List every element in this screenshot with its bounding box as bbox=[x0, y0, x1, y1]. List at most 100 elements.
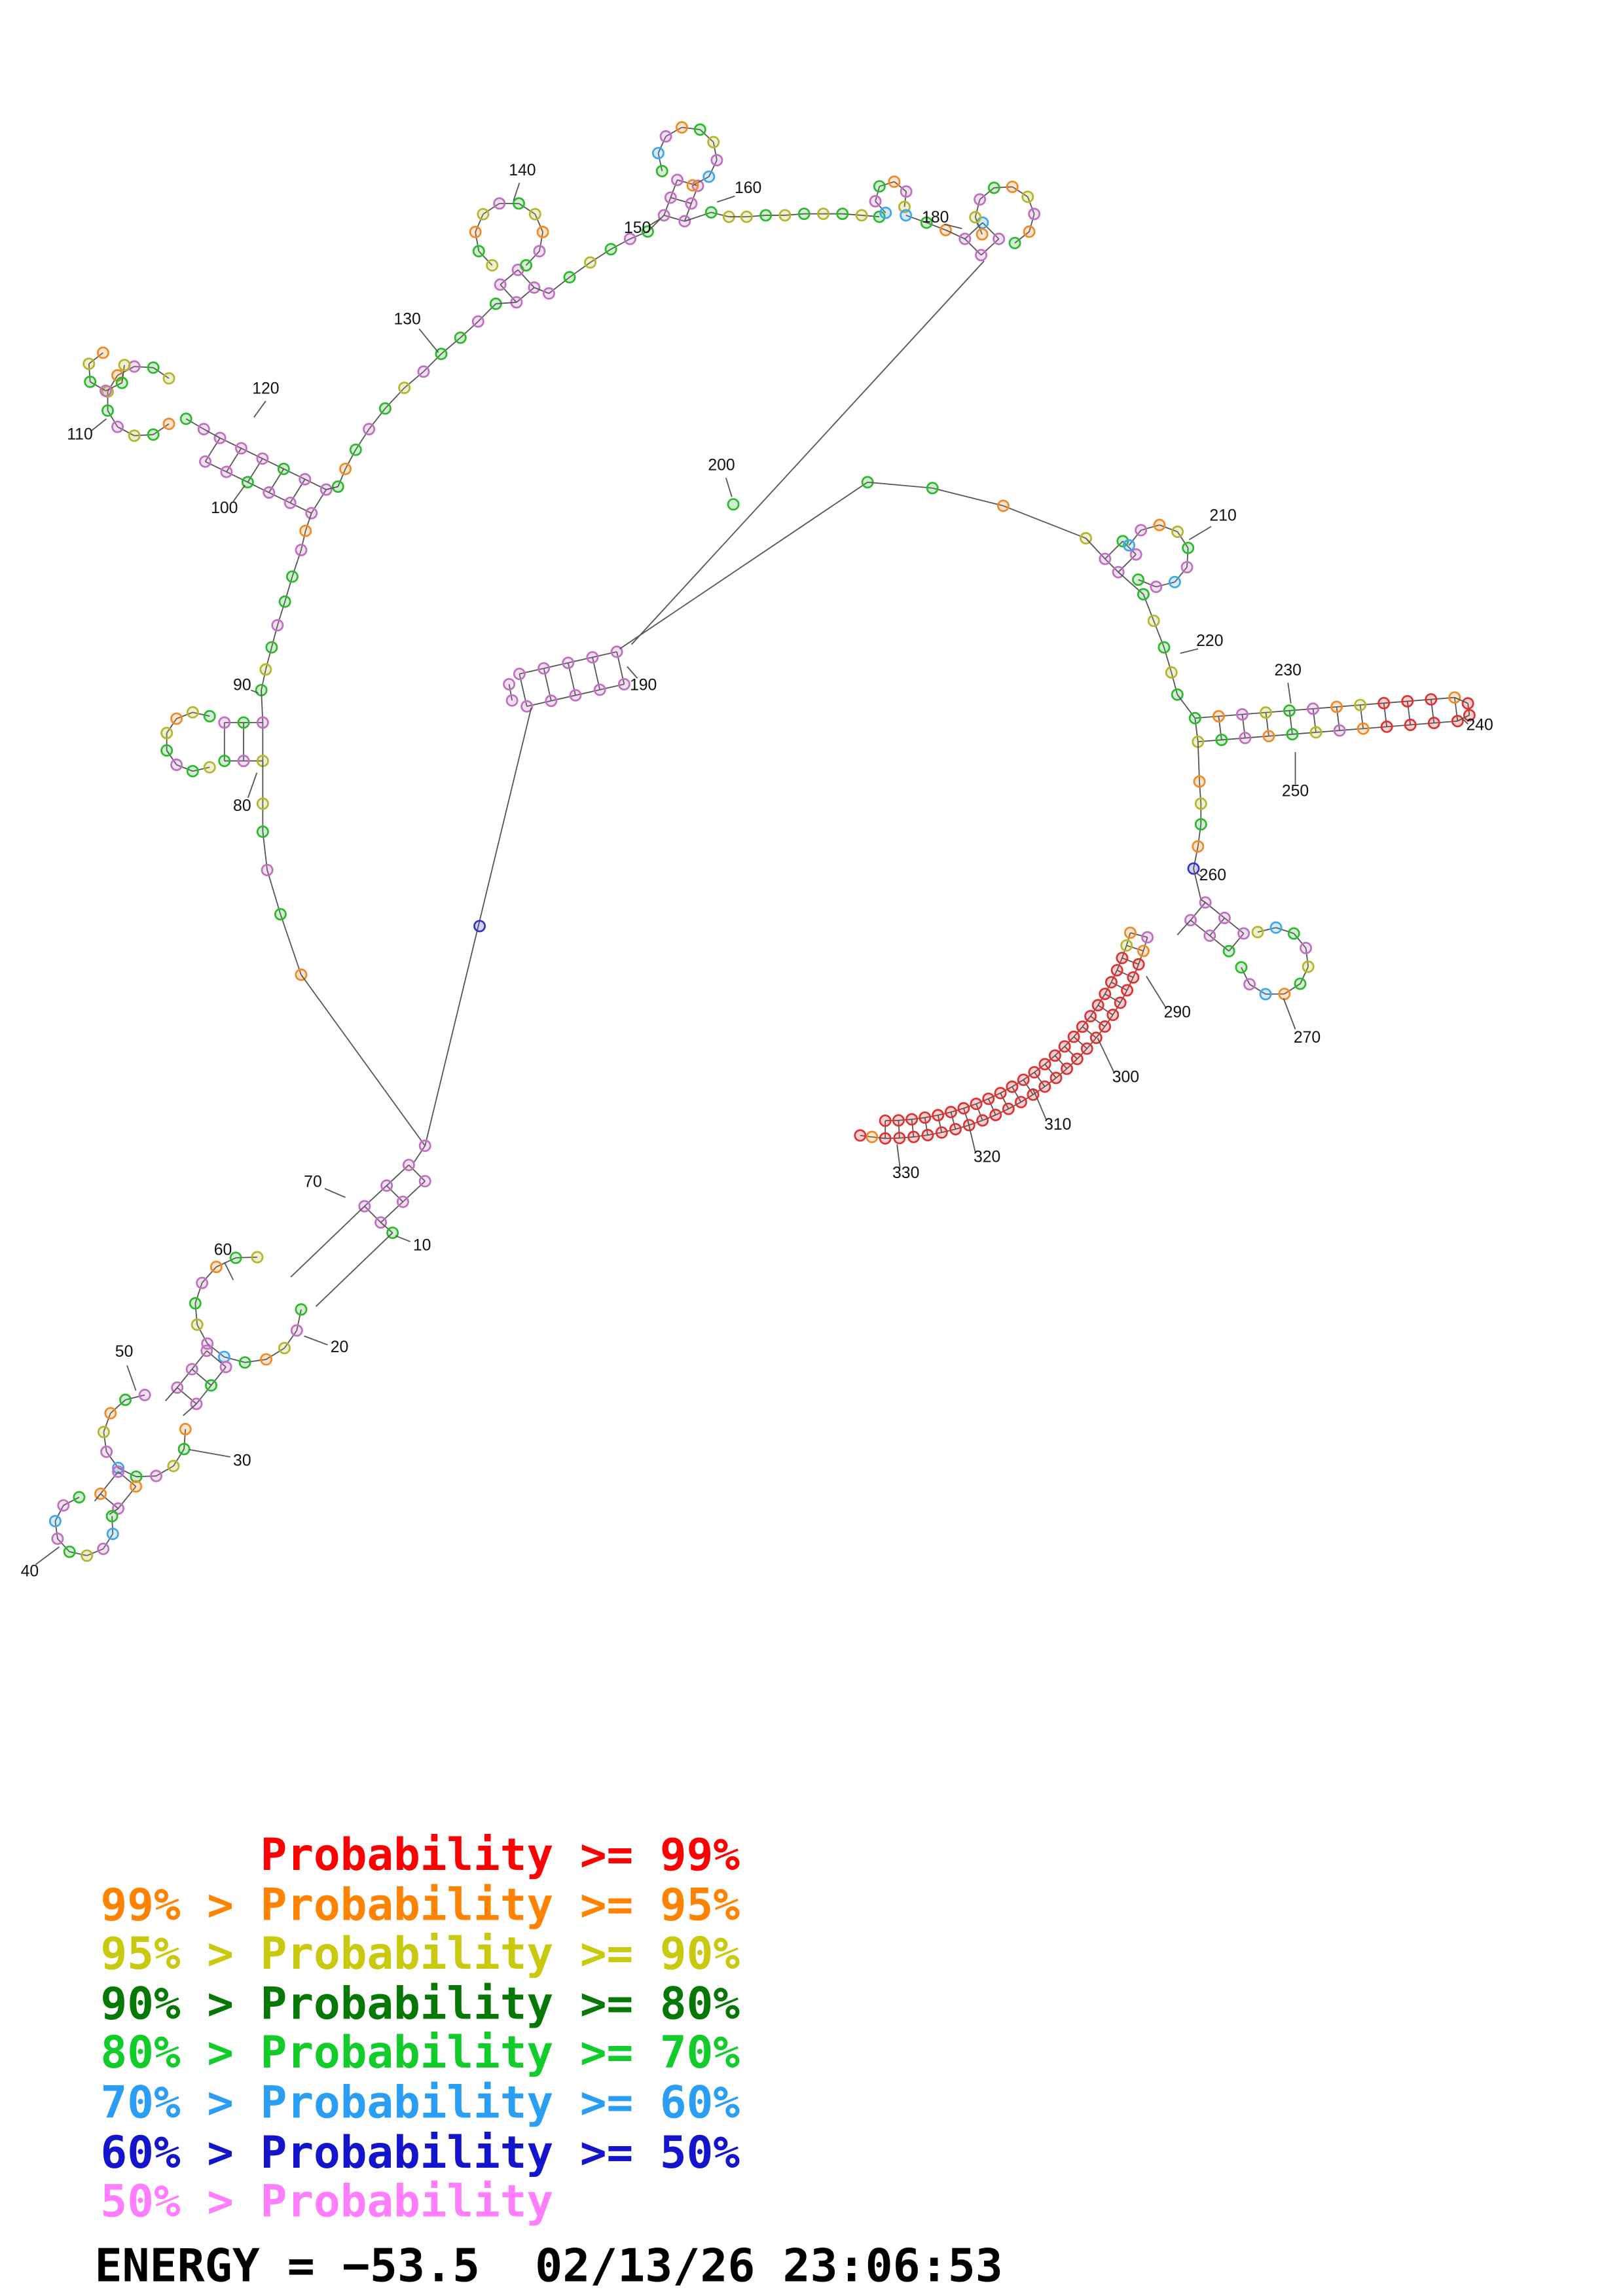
backbone-segment bbox=[1336, 704, 1360, 708]
backbone-segment bbox=[980, 238, 1000, 256]
nucleotide-dot bbox=[593, 683, 606, 696]
backbone-segment bbox=[110, 1399, 126, 1414]
backbone-segment bbox=[88, 352, 104, 365]
pair-rung bbox=[987, 1098, 996, 1115]
backbone-segment bbox=[176, 764, 193, 772]
label-tick bbox=[251, 689, 259, 694]
backbone-segment bbox=[630, 230, 648, 240]
backbone-segment bbox=[368, 408, 386, 430]
backbone-segment bbox=[290, 1206, 365, 1278]
backbone-segment bbox=[1125, 932, 1131, 946]
backbone-segment bbox=[575, 689, 600, 696]
nucleotide-dot bbox=[932, 1109, 945, 1122]
backbone-segment bbox=[1118, 554, 1137, 573]
nucleotide-dot bbox=[1194, 817, 1207, 831]
nucleotide-dot bbox=[562, 656, 575, 670]
backbone-segment bbox=[1363, 726, 1387, 730]
backbone-segment bbox=[210, 1367, 227, 1386]
nucleotide-dot bbox=[1120, 939, 1133, 952]
nucleotide-dot bbox=[740, 210, 753, 223]
backbone-segment bbox=[134, 434, 154, 437]
backbone-segment bbox=[1434, 720, 1458, 724]
nucleotide-dot bbox=[1193, 775, 1206, 788]
nucleotide-dot bbox=[1235, 961, 1248, 974]
backbone-segment bbox=[241, 448, 263, 459]
nucleotide-dot bbox=[274, 908, 287, 921]
energy-text: ENERGY = −53.5 02/13/26 23:06:53 bbox=[95, 2239, 1003, 2292]
backbone-segment bbox=[1163, 647, 1173, 673]
backbone-segment bbox=[1224, 917, 1245, 934]
backbone-segment bbox=[500, 284, 517, 303]
nucleotide-dot bbox=[704, 206, 718, 219]
pair-rung bbox=[1241, 714, 1246, 738]
backbone-segment bbox=[475, 213, 484, 232]
pair-rung bbox=[937, 1115, 943, 1133]
legend-line-1: Probability >= 99% bbox=[101, 1829, 740, 1880]
nucleotide-dot bbox=[493, 197, 506, 210]
nucleotide-dot bbox=[1124, 926, 1137, 939]
pair-rung bbox=[117, 1471, 137, 1487]
backbone-segment bbox=[1073, 1026, 1084, 1037]
backbone-segment bbox=[280, 914, 302, 975]
nucleotide-dot bbox=[1158, 641, 1171, 654]
nucleotide-dot bbox=[1330, 700, 1343, 713]
backbone-segment bbox=[153, 367, 170, 379]
backbone-segment bbox=[166, 718, 177, 734]
pair-rung bbox=[1054, 1055, 1068, 1069]
nucleotide-dot bbox=[1235, 708, 1249, 721]
backbone-segment bbox=[1245, 735, 1269, 739]
pair-rung bbox=[1111, 981, 1127, 991]
backbone-segment bbox=[842, 213, 862, 216]
pair-rung bbox=[1209, 917, 1226, 937]
position-label: 200 bbox=[708, 457, 735, 475]
pair-rung bbox=[1104, 558, 1119, 573]
backbone-segment bbox=[205, 461, 227, 473]
backbone-segment bbox=[712, 141, 718, 160]
nucleotide-dot bbox=[101, 404, 114, 417]
nucleotide-dot bbox=[473, 920, 486, 933]
nucleotide-dot bbox=[130, 1480, 143, 1493]
nucleotide-dot bbox=[196, 1276, 209, 1289]
backbone-segment bbox=[201, 1266, 217, 1283]
backbone-segment bbox=[216, 1257, 236, 1268]
backbone-segment bbox=[1142, 937, 1148, 952]
pair-rung bbox=[500, 269, 519, 285]
pair-rung bbox=[1064, 1046, 1078, 1060]
backbone-segment bbox=[496, 301, 517, 305]
nucleotide-dot bbox=[1106, 1009, 1120, 1022]
nucleotide-dot bbox=[545, 694, 558, 708]
nucleotide-dot bbox=[256, 716, 269, 729]
label-tick bbox=[189, 1448, 230, 1458]
backbone-segment bbox=[1128, 529, 1142, 546]
nucleotide-dot bbox=[186, 764, 199, 778]
nucleotide-dot bbox=[707, 135, 720, 149]
backbone-segment bbox=[1454, 696, 1468, 704]
backbone-segment bbox=[1407, 698, 1431, 702]
position-label: 270 bbox=[1294, 1029, 1321, 1047]
position-label: 70 bbox=[304, 1174, 322, 1191]
pair-rung bbox=[1012, 1086, 1022, 1103]
nucleotide-dot bbox=[217, 1350, 230, 1363]
backbone-segment bbox=[1023, 1071, 1035, 1081]
nucleotide-dot bbox=[471, 315, 484, 328]
pair-rung bbox=[670, 197, 692, 204]
backbone-segment bbox=[1268, 733, 1293, 737]
nucleotide-dot bbox=[256, 797, 269, 810]
nucleotide-dot bbox=[1008, 236, 1021, 249]
nucleotide-dot bbox=[398, 382, 411, 395]
nucleotide-dot bbox=[96, 346, 109, 359]
nucleotide-dot bbox=[469, 226, 482, 238]
pair-rung bbox=[206, 1350, 227, 1368]
label-tick bbox=[1032, 1088, 1047, 1120]
nucleotide-dot bbox=[170, 759, 183, 771]
nucleotide-dot bbox=[1080, 1042, 1093, 1055]
backbone-segment bbox=[913, 1134, 928, 1138]
backbone-segment bbox=[301, 530, 306, 550]
backbone-segment bbox=[862, 215, 880, 218]
backbone-segment bbox=[955, 1124, 970, 1130]
backbone-segment bbox=[1140, 524, 1160, 531]
legend-line-8: 50% > Probability bbox=[101, 2175, 554, 2227]
nucleotide-dot bbox=[584, 256, 597, 269]
pair-rung bbox=[1228, 933, 1245, 952]
backbone-segment bbox=[86, 1548, 104, 1556]
